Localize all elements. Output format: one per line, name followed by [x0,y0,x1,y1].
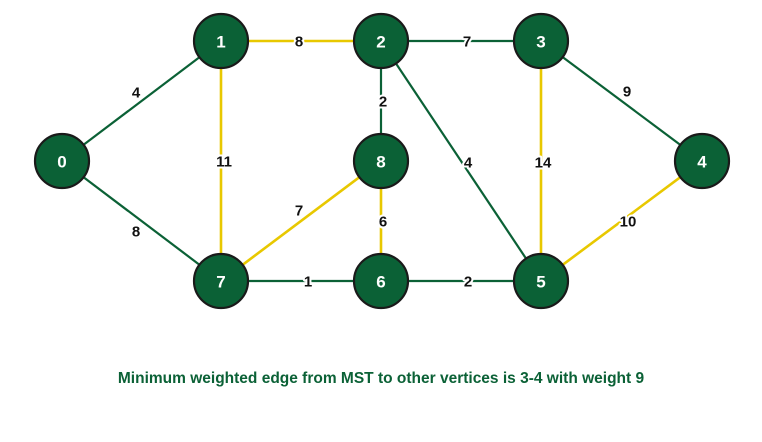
node-label-3: 3 [536,33,545,52]
edge-weight-label-2-3: 7 [463,34,471,51]
graph-node-0[interactable]: 0 [33,132,91,190]
edge-weight-label-6-7: 1 [304,274,312,291]
edge-weight-label-0-1: 4 [132,85,141,102]
edge-weight-labels-layer: 4 8 8 11 7 2 4 9 14 10 2 1 6 7 [130,32,639,293]
graph-edge-0-7 [82,175,201,267]
graph-node-4[interactable]: 4 [673,132,731,190]
node-circle-6[interactable] [352,252,410,310]
graph-node-1[interactable]: 1 [192,12,250,70]
node-label-6: 6 [376,273,385,292]
graph-node-2[interactable]: 2 [352,12,410,70]
edge-weight-label-5-6: 2 [464,274,472,291]
node-label-4: 4 [697,153,707,172]
caption-text: Minimum weighted edge from MST to other … [117,370,645,387]
node-label-7: 7 [216,273,225,292]
graph-edge-2-5 [394,62,528,260]
node-label-8: 8 [376,153,385,172]
graph-edge-3-4 [561,55,682,147]
graph-edge-7-8 [241,175,361,267]
graph-node-6[interactable]: 6 [352,252,410,310]
graph-edge-4-5 [561,175,682,267]
edge-weight-label-3-5: 14 [535,155,552,172]
edge-weight-label-2-5: 4 [464,155,473,172]
node-label-5: 5 [536,273,545,292]
graph-node-3[interactable]: 3 [512,12,570,70]
edges-layer [82,39,682,283]
node-circle-8[interactable] [352,132,410,190]
node-circle-2[interactable] [352,12,410,70]
node-circle-0[interactable] [33,132,91,190]
graph-node-5[interactable]: 5 [512,252,570,310]
edge-weight-label-3-4: 9 [623,84,631,101]
node-circle-4[interactable] [673,132,731,190]
nodes-layer: 0 1 2 3 4 5 6 7 8 [33,12,731,310]
edge-weight-label-6-8: 6 [379,214,387,231]
node-label-1: 1 [216,33,225,52]
edge-weight-label-1-2: 8 [295,34,303,51]
edge-weight-label-1-7: 11 [216,154,232,171]
edge-weight-label-0-7: 8 [132,224,140,241]
graph-node-8[interactable]: 8 [352,132,410,190]
edge-weight-label-2-8: 2 [379,94,387,111]
graph-edge-0-1 [82,55,201,147]
edge-weight-label-4-5: 10 [620,214,637,231]
node-circle-3[interactable] [512,12,570,70]
edge-weight-label-7-8: 7 [295,203,303,220]
node-circle-7[interactable] [192,252,250,310]
node-circle-5[interactable] [512,252,570,310]
node-circle-1[interactable] [192,12,250,70]
node-label-2: 2 [376,33,385,52]
node-label-0: 0 [57,153,66,172]
graph-node-7[interactable]: 7 [192,252,250,310]
